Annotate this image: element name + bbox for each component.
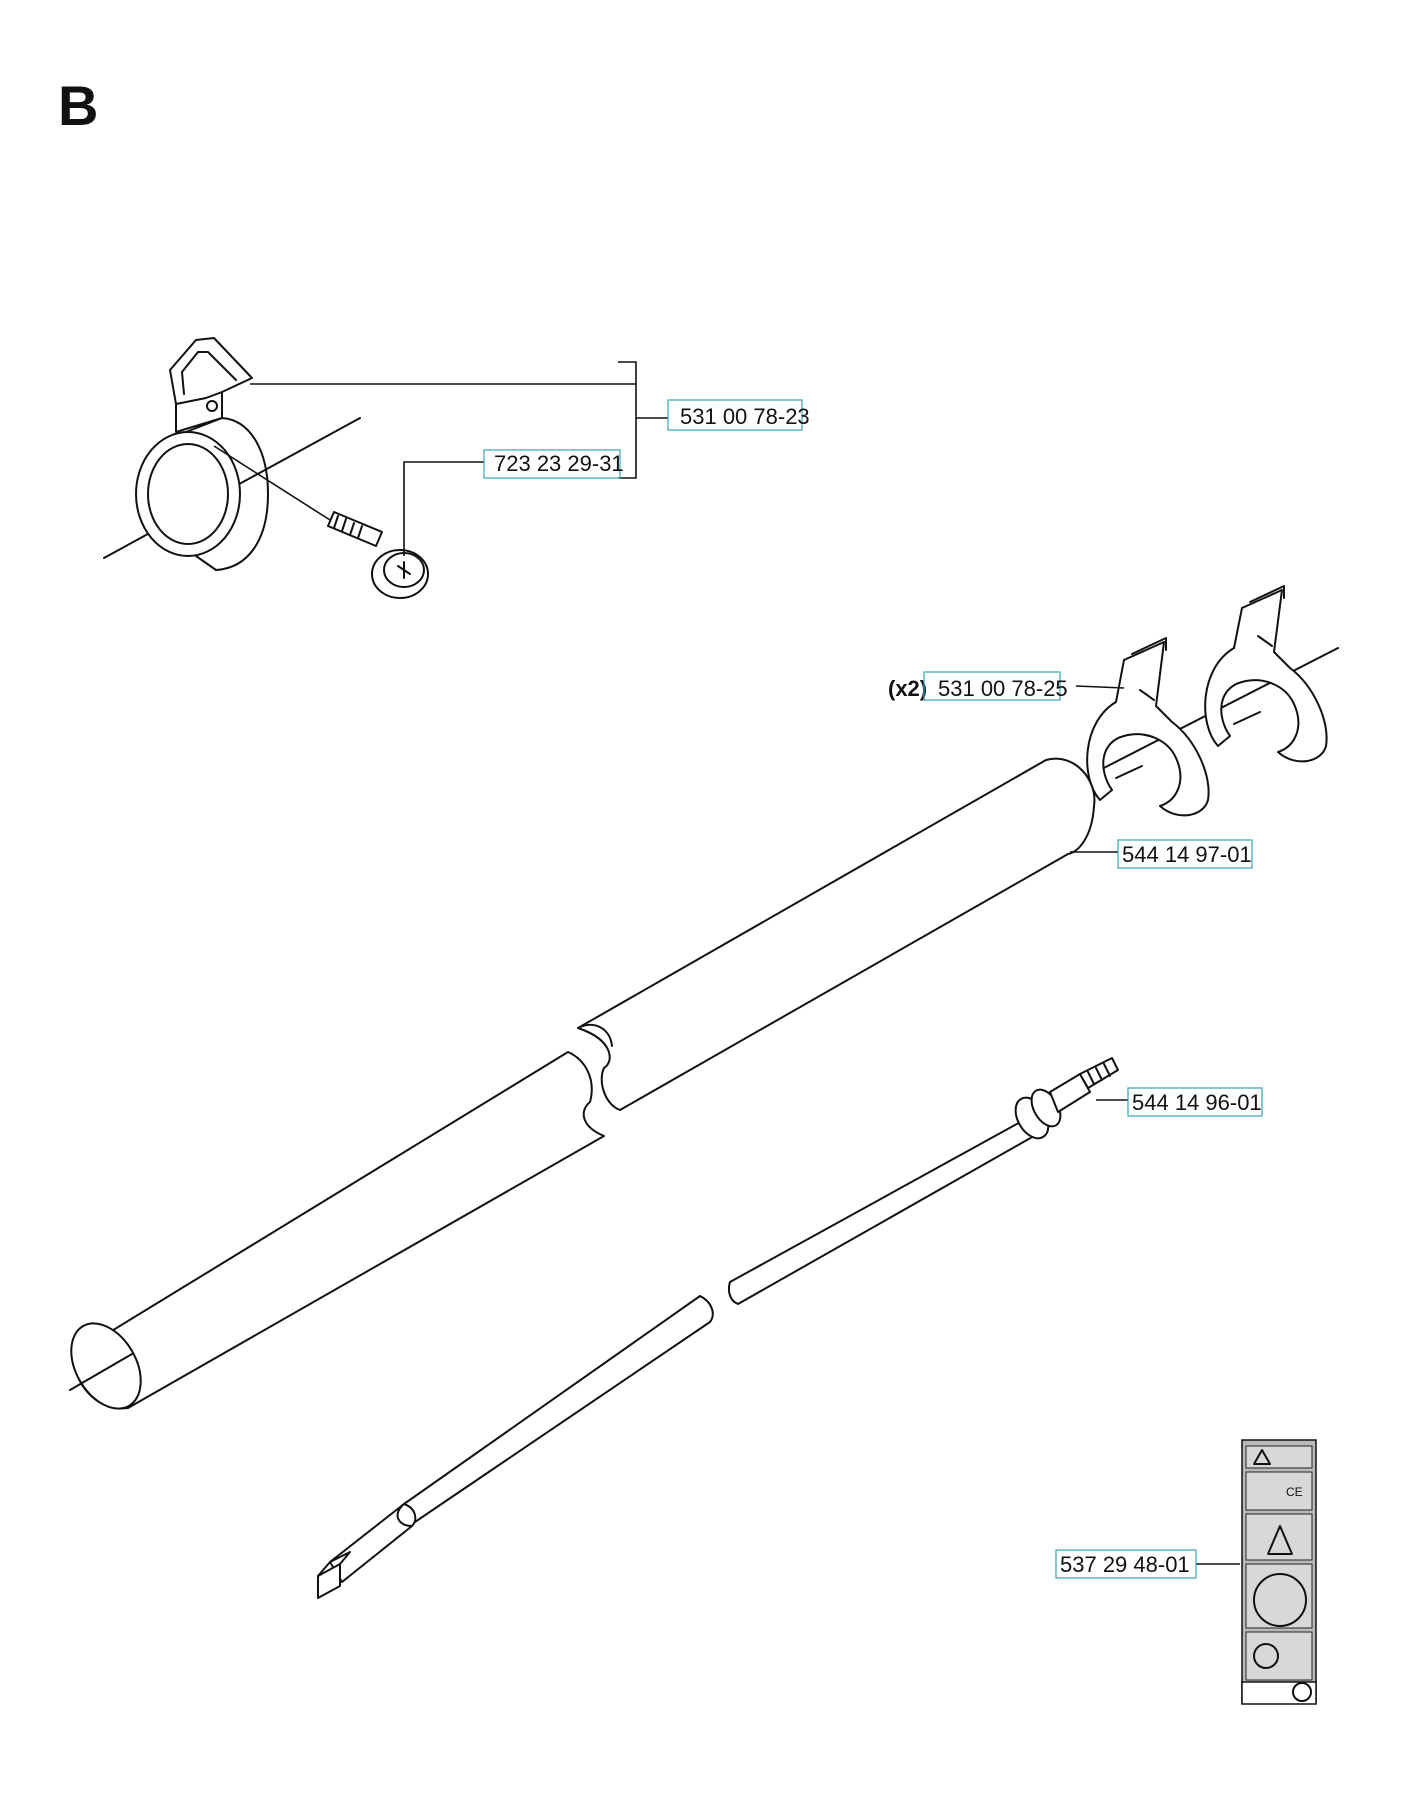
callout-warning-decal: 537 29 48-01 xyxy=(1055,1549,1197,1579)
handle-clips-drawing xyxy=(1086,585,1339,817)
part-number-label: 544 14 96-01 xyxy=(1132,1090,1262,1115)
clamp-screw-drawing xyxy=(327,511,429,599)
harness-clamp-drawing xyxy=(103,337,429,599)
drive-shaft-drawing xyxy=(317,1057,1119,1599)
callout-handle-clip: (x2) 531 00 78-25 xyxy=(888,671,1068,701)
part-number-label: 531 00 78-23 xyxy=(680,404,810,429)
part-number-label: 723 23 29-31 xyxy=(494,451,624,476)
shaft-tube-drawing xyxy=(69,757,1096,1410)
clamp-kit-bracket xyxy=(250,361,668,556)
warning-decal-drawing: CE xyxy=(1241,1439,1317,1705)
svg-text:CE: CE xyxy=(1286,1485,1303,1499)
part-number-label: 531 00 78-25 xyxy=(938,676,1068,701)
handle-clip-leader xyxy=(1075,685,1125,689)
part-number-label: 544 14 97-01 xyxy=(1122,842,1252,867)
callout-clamp-kit: 531 00 78-23 xyxy=(667,399,810,431)
quantity-label: (x2) xyxy=(888,676,927,701)
part-number-label: 537 29 48-01 xyxy=(1060,1552,1190,1577)
callout-shaft-tube: 544 14 97-01 xyxy=(1117,839,1253,869)
callout-drive-shaft: 544 14 96-01 xyxy=(1127,1087,1263,1117)
section-letter: B xyxy=(58,74,99,137)
callout-clamp-screw: 723 23 29-31 xyxy=(483,449,624,479)
